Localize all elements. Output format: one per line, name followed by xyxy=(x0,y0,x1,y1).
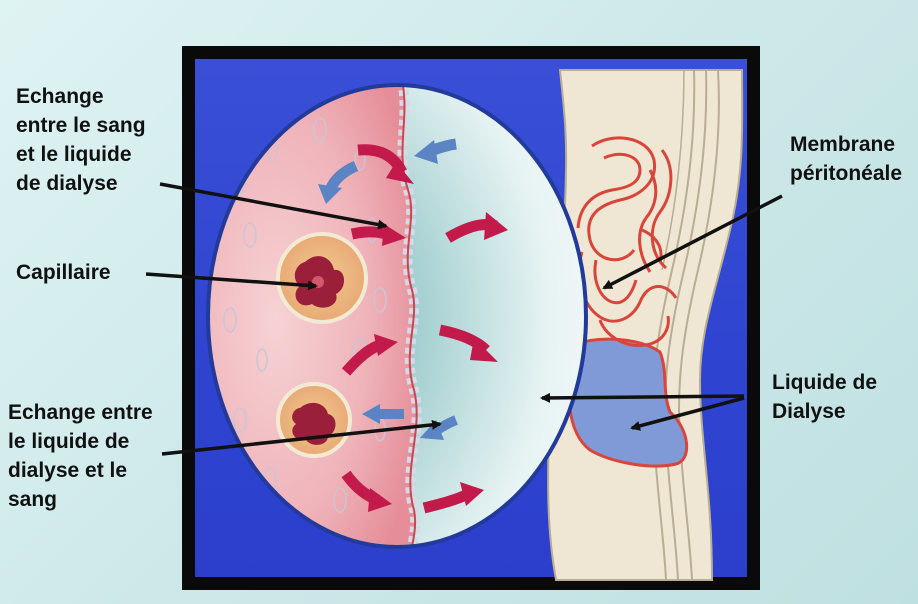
label-exchange-dialysate-to-blood: Echange entre le liquide de dialyse et l… xyxy=(8,398,153,514)
label-dialysis-fluid: Liquide de Dialyse xyxy=(772,368,877,426)
label-capillary: Capillaire xyxy=(16,258,111,287)
diagram-frame xyxy=(182,46,760,590)
label-peritoneal-membrane: Membrane péritonéale xyxy=(790,130,902,188)
diagram-blue-panel xyxy=(195,59,747,577)
label-exchange-blood-to-dialysate: Echange entre le sang et le liquide de d… xyxy=(16,82,146,198)
